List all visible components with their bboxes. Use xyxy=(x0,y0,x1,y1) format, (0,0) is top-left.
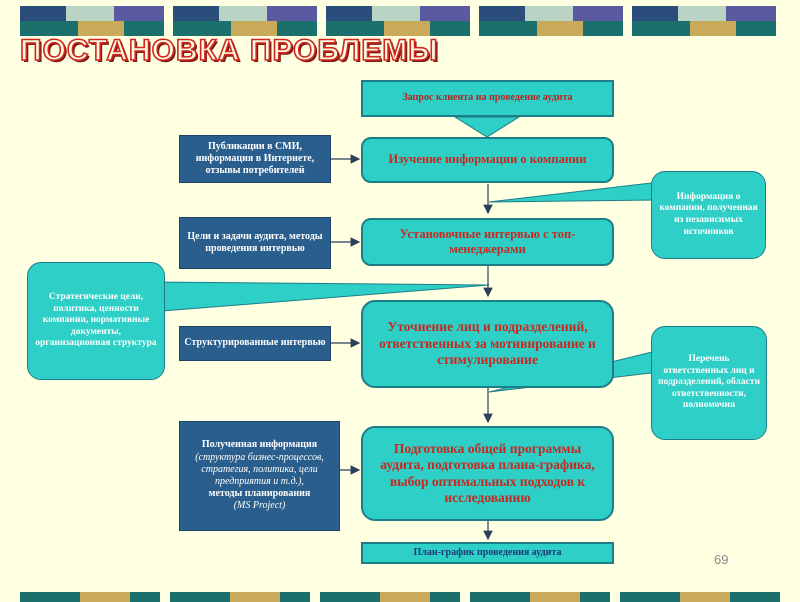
step-prepare-program: Подготовка общей программы аудита, подго… xyxy=(361,426,614,521)
top-decor-strip-1 xyxy=(20,6,164,36)
bottom-decor-strip-3 xyxy=(320,592,460,602)
input-obtained-info-tool: (MS Project) xyxy=(233,500,286,512)
bottom-decor-strip-1 xyxy=(20,592,160,602)
bottom-decor-strip-2 xyxy=(170,592,310,602)
callout-strategic-goals: Стратегические цели, политика, ценности … xyxy=(27,262,165,380)
step-setup-interviews: Установочные интервью с топ-менеджерами xyxy=(361,218,614,266)
top-decor-strip-2 xyxy=(173,6,317,36)
input-obtained-info-details: (структура бизнес-процессов, стратегия, … xyxy=(195,451,324,487)
request-arrow-head xyxy=(453,116,521,138)
bottom-decor-strip-5 xyxy=(620,592,780,602)
top-decor-strip-3 xyxy=(326,6,470,36)
input-obtained-info-head: Полученная информация xyxy=(201,439,318,451)
top-decor-strip-5 xyxy=(632,6,776,36)
input-structured-interviews: Структурированные интервью xyxy=(179,326,331,361)
top-decor-strip-4 xyxy=(479,6,623,36)
page-number: 69 xyxy=(714,552,729,567)
plan-box: План-график проведения аудита xyxy=(361,542,614,564)
input-publications: Публикации в СМИ, информация в Интернете… xyxy=(179,135,331,183)
callout-pointer-right1 xyxy=(488,181,661,203)
callout-responsible-list: Перечень ответственных лиц и подразделен… xyxy=(651,326,767,440)
request-box: Запрос клиента на проведение аудита xyxy=(361,80,614,117)
callout-independent-sources: Информация о компании, полученная из нез… xyxy=(651,171,766,259)
page-title: ПОСТАНОВКА ПРОБЛЕМЫ xyxy=(19,33,439,68)
input-obtained-info: Полученная информация (структура бизнес-… xyxy=(179,421,340,531)
bottom-decor-strip-4 xyxy=(470,592,610,602)
step-clarify-responsible: Уточнение лиц и подразделений, ответстве… xyxy=(361,300,614,388)
input-obtained-info-methods: методы планирования xyxy=(208,488,311,500)
input-goals-methods: Цели и задачи аудита, методы проведения … xyxy=(179,217,331,269)
step-study-company: Изучение информации о компании xyxy=(361,137,614,183)
